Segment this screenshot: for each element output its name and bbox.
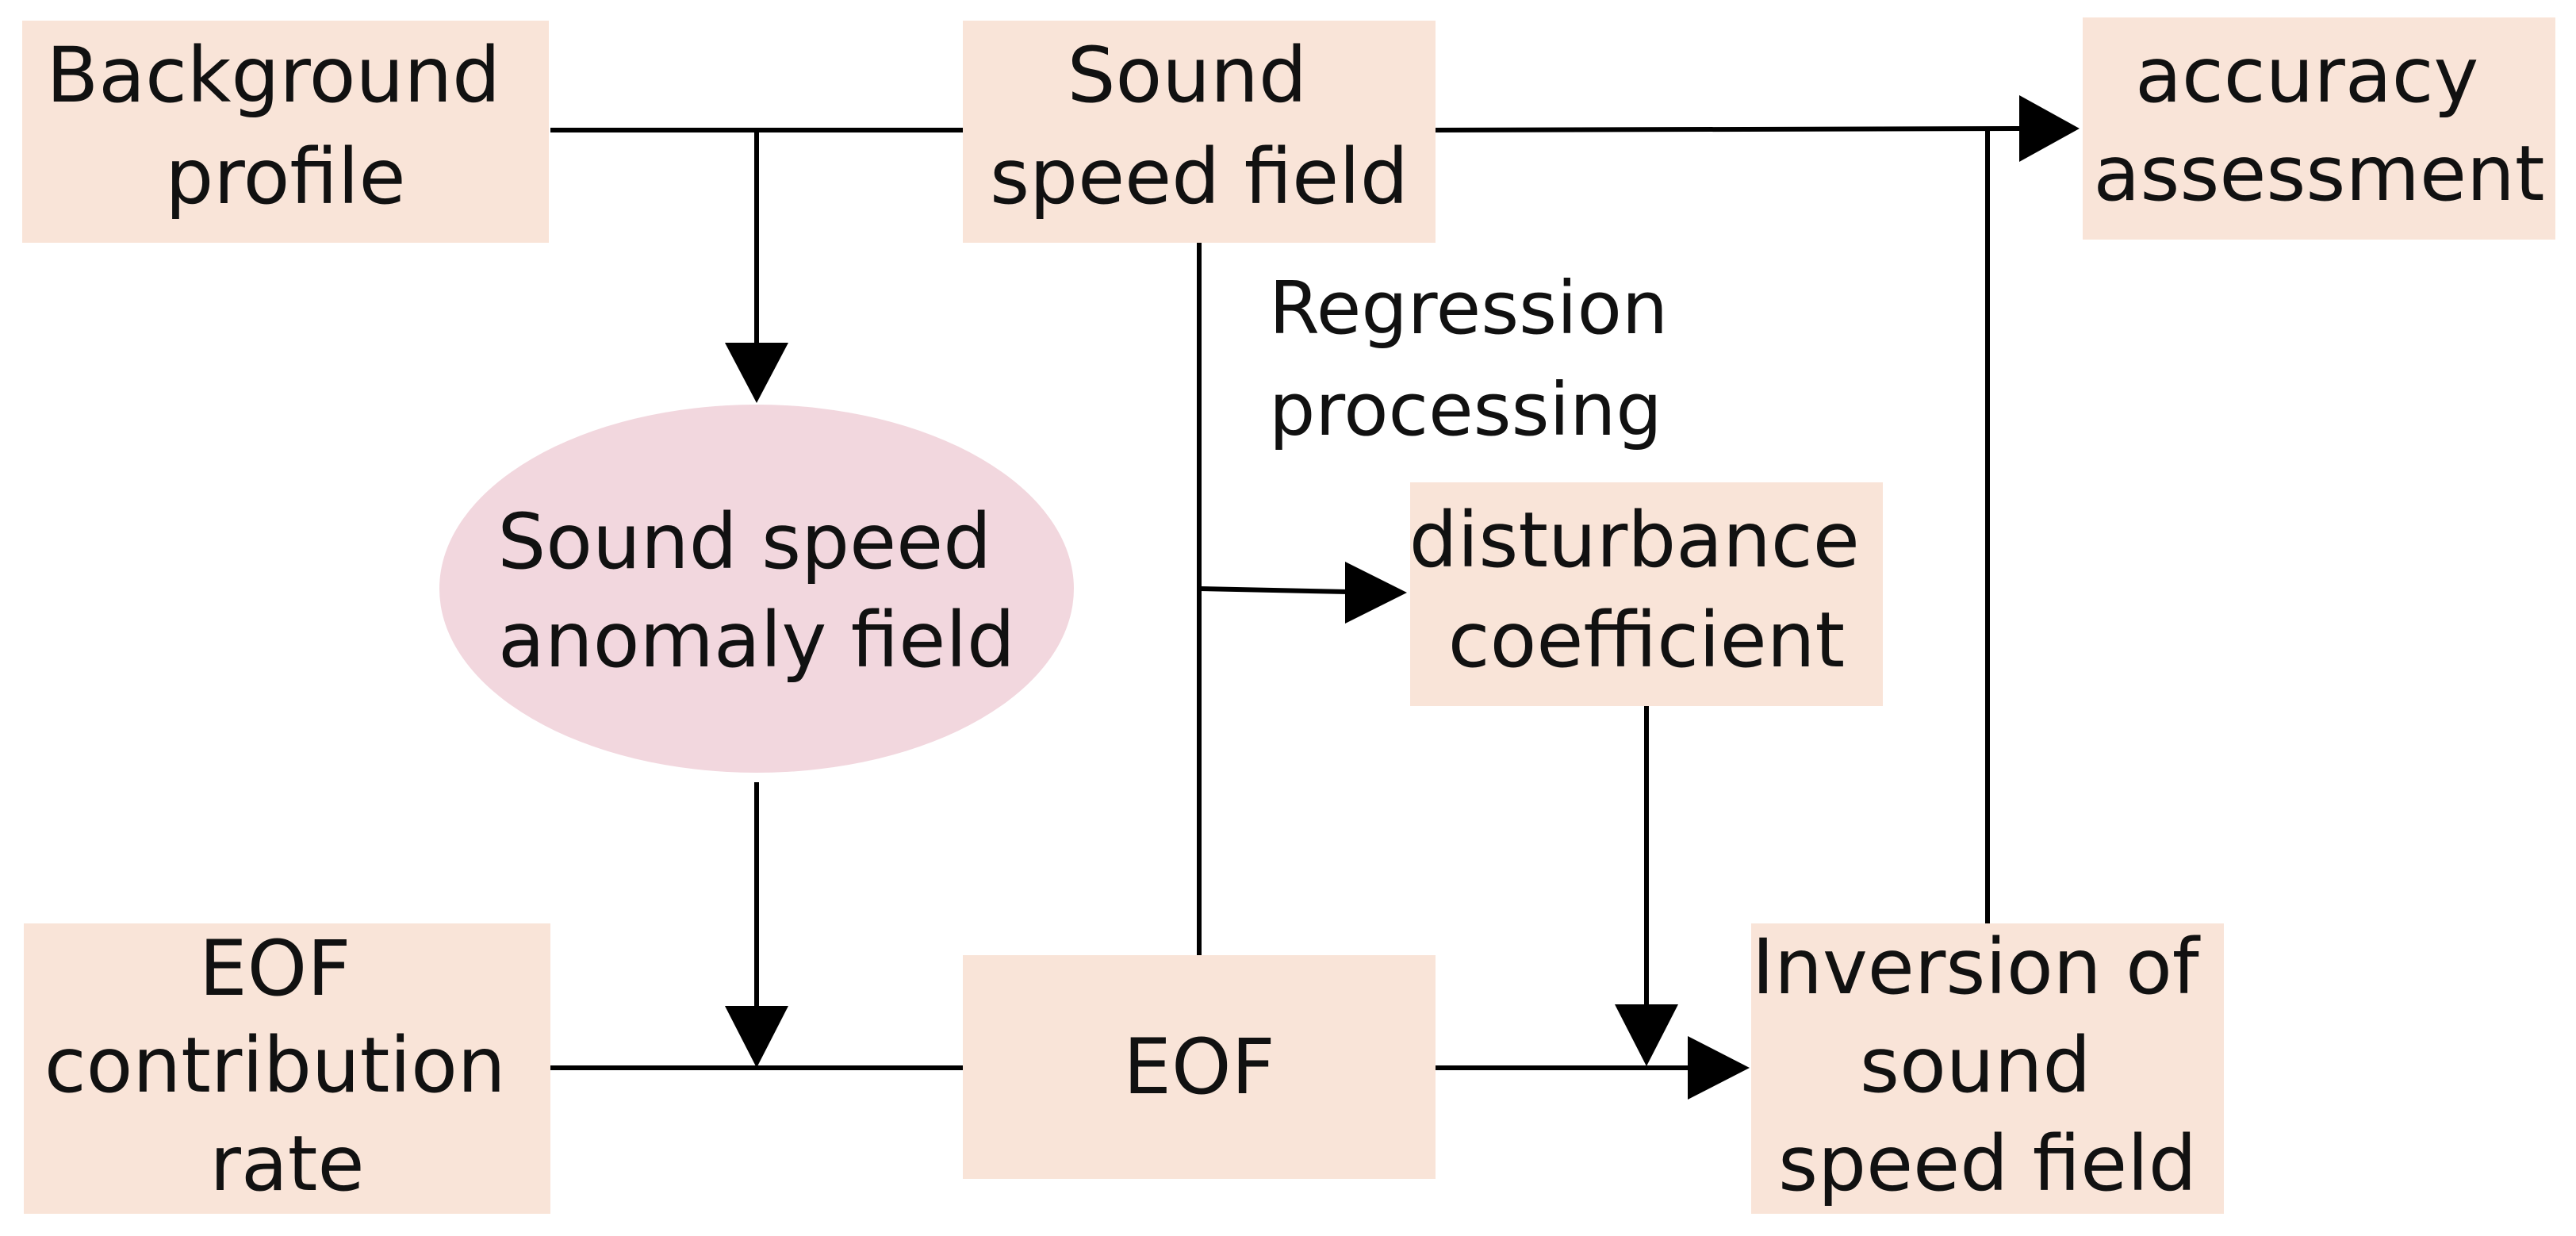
accuracy-assessment-label: accuracy assessment <box>2093 31 2544 218</box>
connector-regression-to-disturbance <box>1198 586 1349 594</box>
eof-contribution-rate-box <box>24 923 550 1214</box>
disturbance-coefficient-label: disturbance coefficient <box>1409 496 1884 685</box>
disturbance-coefficient-box <box>1410 482 1883 706</box>
sound-speed-field-label: Sound speed field <box>990 31 1409 221</box>
sound-speed-anomaly-field-ellipse <box>439 405 1074 773</box>
inversion-of-sound-speed-field-box <box>1751 923 2224 1214</box>
background-profile-box <box>22 21 549 243</box>
arrowhead-to-inversion-from-disturbance <box>1615 1004 1678 1066</box>
sound-speed-field-box <box>963 21 1436 243</box>
sound-speed-anomaly-field-label: Sound speed anomaly field <box>497 497 1015 685</box>
arrowhead-to-disturbance <box>1345 562 1407 624</box>
regression-processing-label: Regression processing <box>1269 266 1691 452</box>
inversion-of-sound-speed-field-label: Inversion of sound speed field <box>1752 923 2223 1208</box>
arrowhead-to-accuracy <box>2019 95 2080 162</box>
arrowhead-to-inversion-from-eof <box>1688 1036 1750 1100</box>
accuracy-assessment-box <box>2083 17 2555 240</box>
arrowhead-to-anomaly <box>725 343 788 403</box>
connector-sound-speed-field-to-accuracy <box>1435 126 2028 132</box>
eof-label: EOF <box>1123 1023 1275 1111</box>
eof-box <box>963 955 1436 1179</box>
eof-contribution-rate-label: EOF contribution rate <box>44 924 530 1208</box>
background-profile-label: Background profile <box>46 31 524 221</box>
arrowhead-to-eof-line <box>725 1006 788 1068</box>
